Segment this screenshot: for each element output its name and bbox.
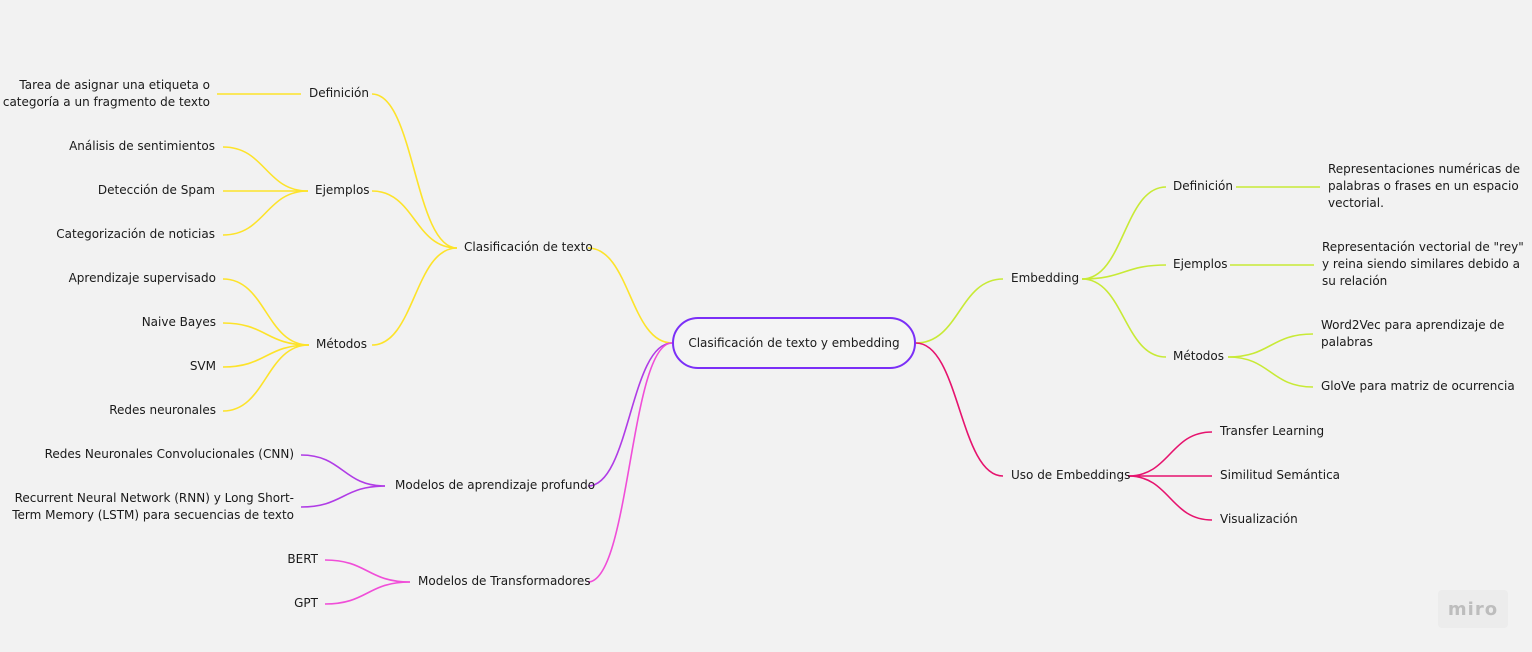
miro-logo: miro [1438,590,1508,628]
connector-ejemplos-2 [222,190,309,236]
node-ejemplo-sentimientos[interactable]: Análisis de sentimientos [69,139,215,153]
connector-metodos-3 [222,344,310,412]
node-definicion-embedding-text[interactable]: Representaciones numéricas de palabras o… [1328,162,1521,210]
connector-metodos-2 [222,344,310,368]
connector-clasificacion-metodos [371,247,458,346]
connector-clasificacion-ejemplos [371,190,458,249]
root-node[interactable]: Clasificación de texto y embedding [672,317,916,369]
connector-embedding-definicion [1081,186,1167,280]
connector-root-uso [915,342,1004,477]
connector-transformers-1 [324,581,411,605]
connector-embedding-ejemplos [1081,264,1167,280]
node-modelos-transformadores[interactable]: Modelos de Transformadores [418,574,591,588]
root-label: Clasificación de texto y embedding [688,336,900,350]
node-rnn-lstm[interactable]: Recurrent Neural Network (RNN) y Long Sh… [12,491,294,522]
node-gpt[interactable]: GPT [294,596,318,610]
node-cnn[interactable]: Redes Neuronales Convolucionales (CNN) [44,447,294,461]
connector-uso-2 [1127,475,1213,521]
connector-deep-1 [300,485,386,508]
node-modelos-aprendizaje-profundo[interactable]: Modelos de aprendizaje profundo [395,478,596,492]
connector-clasificacion-definicion [371,93,458,249]
node-glove[interactable]: GloVe para matriz de ocurrencia [1321,379,1515,393]
connector-root-clasificacion [587,247,673,344]
connector-metodos-1 [222,322,310,346]
node-metodo-aprendizaje-supervisado[interactable]: Aprendizaje supervisado [68,271,216,285]
connector-ejemplos-0 [222,146,309,192]
node-word2vec[interactable]: Word2Vec para aprendizaje de palabras [1321,318,1505,349]
node-visualizacion[interactable]: Visualización [1220,512,1298,526]
node-metodo-svm[interactable]: SVM [189,359,216,373]
node-ejemplos-embedding[interactable]: Ejemplos [1173,257,1228,271]
connector-transformers-0 [324,559,411,583]
connector-root-transformers [587,342,673,583]
node-uso-de-embeddings[interactable]: Uso de Embeddings [1011,468,1131,482]
connector-embedding-metodos [1081,278,1167,358]
node-definicion-clasificacion-text[interactable]: Tarea de asignar una etiqueta o categorí… [2,78,210,109]
node-clasificacion-de-texto[interactable]: Clasificación de texto [464,240,593,254]
node-metodo-redes-neuronales[interactable]: Redes neuronales [109,403,216,417]
node-ejemplos-embedding-text[interactable]: Representación vectorial de "rey" y rein… [1322,240,1524,288]
connector-embedding-metodos-1 [1227,356,1314,388]
node-ejemplo-noticias[interactable]: Categorización de noticias [56,227,215,241]
node-transfer-learning[interactable]: Transfer Learning [1220,424,1325,438]
node-metodos-embedding[interactable]: Métodos [1173,349,1224,363]
connector-deep-0 [300,454,386,487]
node-ejemplo-spam[interactable]: Detección de Spam [97,183,215,197]
connector-metodos-0 [222,278,310,346]
connector-uso-0 [1127,431,1213,477]
connector-root-embedding [915,278,1004,344]
node-definicion-clasificacion[interactable]: Definición [309,86,369,100]
node-metodos-clasificacion[interactable]: Métodos [316,337,367,351]
node-bert[interactable]: BERT [287,552,318,566]
node-ejemplos-clasificacion[interactable]: Ejemplos [315,183,370,197]
node-similitud-semantica[interactable]: Similitud Semántica [1220,468,1341,482]
node-metodo-naive-bayes[interactable]: Naive Bayes [141,315,216,329]
connector-root-deep [587,342,673,487]
node-definicion-embedding[interactable]: Definición [1173,179,1233,193]
node-embedding[interactable]: Embedding [1011,271,1080,285]
connector-embedding-metodos-0 [1227,333,1314,358]
